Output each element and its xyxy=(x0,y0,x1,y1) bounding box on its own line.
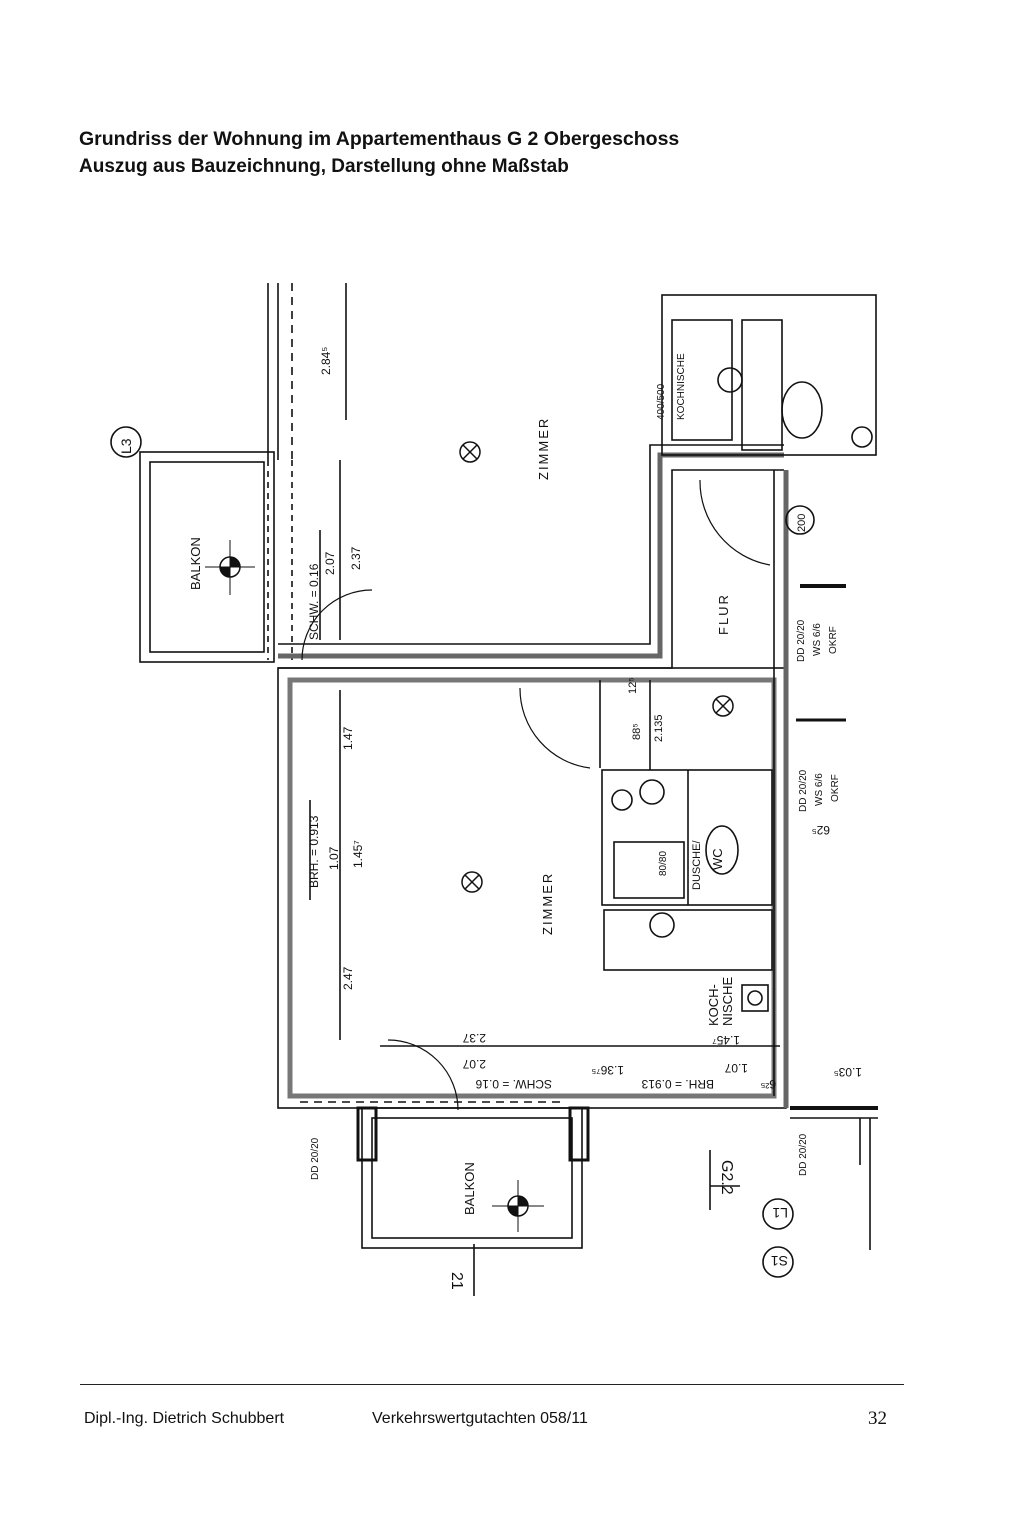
light-fixture-icon xyxy=(459,441,481,463)
elevation-marker-icon xyxy=(205,540,255,595)
room-label: ZIMMER xyxy=(536,417,551,480)
page-subtitle: Auszug aus Bauzeichnung, Darstellung ohn… xyxy=(79,156,569,177)
dimension-label: 1.07 xyxy=(327,846,341,870)
room-label: BALKON xyxy=(462,1162,477,1215)
light-fixture-icon xyxy=(461,871,483,893)
dimension-label: 80/80 xyxy=(658,851,669,876)
bathroom-outline xyxy=(601,769,773,906)
dimension-label: 1.36⁷⁵ xyxy=(591,1063,624,1077)
room-label: WC xyxy=(710,848,725,870)
dimension-label: 200 xyxy=(796,514,808,532)
dimension-label: 12⁵ xyxy=(627,677,639,694)
dimension-label: 1.07 xyxy=(724,1061,748,1075)
dimension-label: 2.07 xyxy=(323,551,337,575)
footer-divider xyxy=(80,1384,904,1385)
axis-label: L1 xyxy=(772,1205,788,1221)
dimension-label: 400/500 xyxy=(656,383,667,420)
axis-label: L3 xyxy=(118,438,134,454)
balcony-top-outline xyxy=(139,451,275,663)
axis-label: G2.2 xyxy=(718,1160,735,1195)
axis-label: S1 xyxy=(771,1253,788,1269)
room-label: ZIMMER xyxy=(540,872,555,935)
dimension-label: 6²⁵ xyxy=(760,1077,776,1091)
axis-label: 21 xyxy=(448,1272,465,1290)
shower-tray xyxy=(613,841,685,899)
dimension-label: WS 6/6 xyxy=(812,623,823,656)
dimension-label: 88⁵ xyxy=(631,723,643,740)
dimension-label: SCHW. = 0.16 xyxy=(307,563,321,640)
dimension-label: 2.37 xyxy=(349,546,363,570)
room-label: KOCH- xyxy=(706,984,721,1026)
dimension-label: 1.45⁷ xyxy=(351,840,365,868)
dimension-label: 2.07 xyxy=(462,1057,486,1071)
door-marker xyxy=(785,505,815,535)
dimension-label: DD 20/20 xyxy=(798,1133,809,1176)
axis-marker xyxy=(762,1198,794,1230)
room-label: NISCHE xyxy=(720,977,735,1026)
dimension-label: BRH. = 0.913 xyxy=(641,1077,714,1091)
room-label: BALKON xyxy=(188,537,203,590)
page-number: 32 xyxy=(868,1408,887,1429)
dimension-label: 2.37 xyxy=(462,1031,486,1045)
axis-marker xyxy=(762,1246,794,1278)
elevation-marker-icon xyxy=(492,1180,544,1232)
kitchen-appliance xyxy=(741,984,769,1012)
toilet xyxy=(705,825,739,875)
dimension-label: 1.03⁵ xyxy=(834,1065,862,1079)
axis-marker xyxy=(110,426,142,458)
dimension-label: OKRF xyxy=(830,774,841,802)
dimension-label: DD 20/20 xyxy=(798,769,809,812)
dimension-label: BRH. = 0.913 xyxy=(307,815,321,888)
dimension-label: OKRF xyxy=(828,626,839,654)
footer-author: Dipl.-Ing. Dietrich Schubbert xyxy=(84,1410,285,1427)
balcony-top-inner xyxy=(149,461,265,653)
balcony-bottom-outline xyxy=(361,1107,583,1249)
page-title: Grundriss der Wohnung im Appartementhaus… xyxy=(79,128,680,150)
dimension-label: 2.47 xyxy=(341,966,355,990)
light-fixture-icon xyxy=(712,695,734,717)
room-label: DUSCHE/ xyxy=(691,840,703,890)
room-label: FLUR xyxy=(716,593,731,635)
dimension-label: 62⁵ xyxy=(812,823,830,837)
dimension-label: KOCHNISCHE xyxy=(676,353,687,420)
dimension-label: 1.45⁷ xyxy=(712,1033,740,1047)
dimension-label: 1.47 xyxy=(341,726,355,750)
dimension-label: WS 6/6 xyxy=(814,773,825,806)
dimension-label: DD 20/20 xyxy=(310,1137,321,1180)
dimension-label: 2.135 xyxy=(653,714,665,742)
kitchenette-counter xyxy=(603,909,773,971)
footer-document: Verkehrswertgutachten 058/11 xyxy=(372,1410,588,1427)
dimension-label: 2.84⁵ xyxy=(319,347,333,375)
dimension-label: DD 20/20 xyxy=(796,619,807,662)
dimension-label: SCHW. = 0.16 xyxy=(475,1077,552,1091)
